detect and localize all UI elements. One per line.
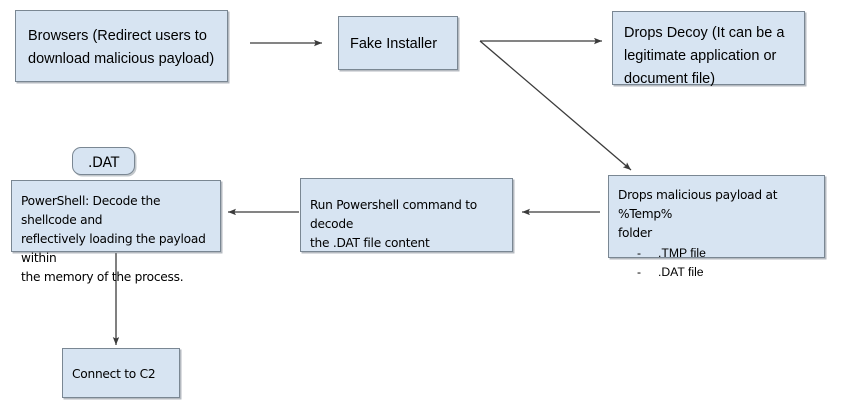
node-run-powershell[interactable]: Run Powershell command to decode the .DA… [300,178,513,252]
list-item: - .TMP file [637,246,706,260]
node-fake-installer[interactable]: Fake Installer [338,16,458,70]
node-drops-payload[interactable]: Drops malicious payload at %Temp% folder… [608,175,825,279]
node-drops-decoy[interactable]: Drops Decoy (It can be a legitimate appl… [612,11,805,87]
node-connect-c2[interactable]: Connect to C2 [62,348,180,398]
drops-payload-item-list: - .TMP file - .DAT file [618,244,816,282]
node-browsers-label: Browsers (Redirect users to download mal… [28,28,215,67]
node-dat-tag-label: .DAT [87,155,120,171]
node-run-powershell-label: Run Powershell command to decode the .DA… [310,198,477,250]
node-browsers[interactable]: Browsers (Redirect users to download mal… [15,10,228,82]
node-dat-tag[interactable]: .DAT [72,147,135,175]
list-item: - .DAT file [637,265,704,279]
node-drops-payload-label: Drops malicious payload at %Temp% folder [618,188,778,240]
edge-fake-installer-to-drops-payload [479,40,632,171]
node-connect-c2-label: Connect to C2 [72,367,156,381]
node-fake-installer-label: Fake Installer [350,36,438,52]
node-powershell-decode-label: PowerShell: Decode the shellcode and ref… [21,194,206,284]
node-powershell-decode[interactable]: PowerShell: Decode the shellcode and ref… [11,180,221,284]
node-drops-decoy-label: Drops Decoy (It can be a legitimate appl… [624,25,785,87]
